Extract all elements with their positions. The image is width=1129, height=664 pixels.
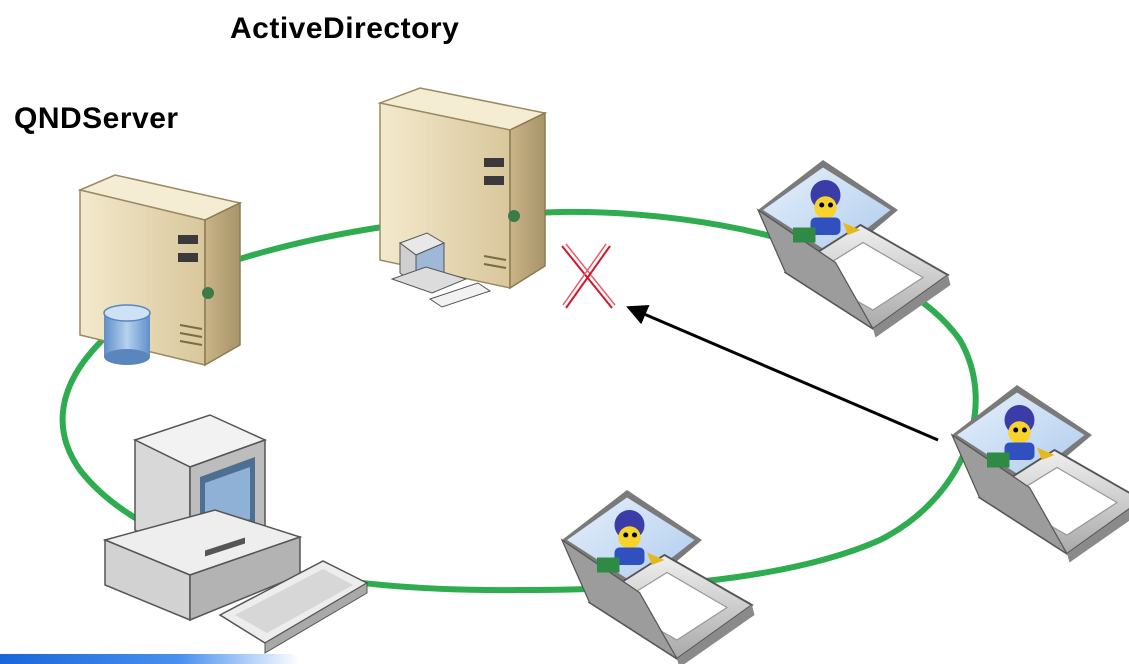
qnd-server-icon [77,174,243,367]
connection-arrow [626,304,939,442]
active-directory-server-icon [377,87,548,308]
blocked-cross-icon [561,243,616,309]
laptop-icon-top-right [757,159,952,339]
admin-desktop-icon [102,414,369,654]
laptop-icon-right [951,384,1129,564]
accent-bar [0,654,300,664]
qnd-server-label: QNDServer [14,102,179,135]
active-directory-label: ActiveDirectory [230,12,460,45]
network-ring [59,208,979,594]
